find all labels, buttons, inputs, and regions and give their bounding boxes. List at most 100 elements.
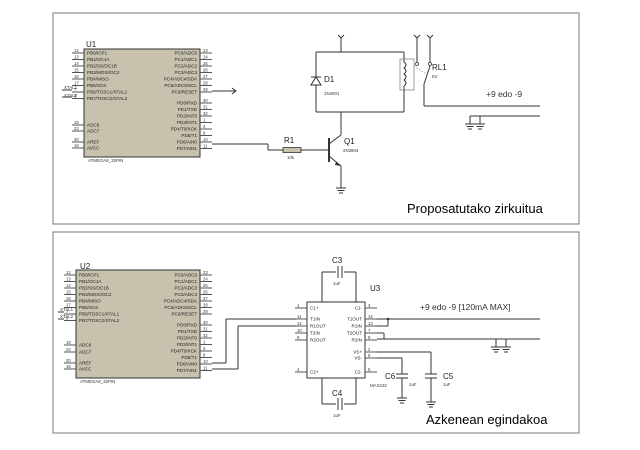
u2-right-pin-number: 1 [203,340,206,345]
u3-left-pin-number: 11 [297,314,302,319]
u2-left-pin-label: PB4/MISO [79,299,101,304]
c6-value: 1uF [409,382,417,387]
u3-left-pin-label: T2IN [310,331,320,336]
u2-right-pin-label: PD5/T1 [181,355,197,360]
u1-right-pin-number: 11 [203,144,208,149]
u2-right-pin-label: PD7/AIN1 [177,368,198,373]
u1-right-pins: 23PC0/ADC024PC1/ADC125PC2/ADC226PC3/ADC3… [164,48,212,151]
u2-right-pin-number: 24 [203,277,208,282]
u3-right-pin-number: 3 [368,303,371,308]
u2-right-pin-number: 9 [203,353,206,358]
u1-right-pin-number: 32 [203,111,208,116]
c3-ref: C3 [332,256,343,265]
u2-xtal1-label: XTAL1 [60,307,74,312]
u2-right-pin-label: PD4/T0/XCK [171,349,198,354]
u1-left-pin-label: PB5/SCK [87,83,107,88]
u1-left-pin-number: 7 [74,87,77,92]
u1-right-pin-number: 1 [203,118,206,123]
u3-left-pin-label: R1OUT [310,324,326,329]
u1-left-pin-number: 12 [74,48,79,53]
u3-right-pin-number: 2 [368,347,371,352]
u2-right-pin-number: 11 [203,366,208,371]
u1-left-pin-number: 22 [74,126,79,131]
u1-left-pin-label: ADC7 [87,129,100,134]
u2-left-pin-number: 14 [66,283,71,288]
u2-left-pin-label: PB6/TOSC1/XTAL1 [79,312,120,317]
q1-part: 2N3904 [343,148,359,153]
u2-left-pin-number: 19 [66,340,71,345]
u1-right-pin-label: PD1/TXD [178,107,198,112]
u1-right-pin-label: PC4/ADC4/SDA [164,77,198,82]
u2-left-pin-number: 22 [66,347,71,352]
u3-right-pin-label: R1IN [352,324,362,329]
u2-right-pin-label: PD6/AIN0 [177,362,198,367]
u1-left-pin-label: PB3/MOSI/OC2 [87,70,120,75]
u2-right-pin-number: 26 [203,290,208,295]
u2-right-pin-label: PC2/ADC2 [175,286,198,291]
u1-right-pin-number: 25 [203,61,208,66]
u2-left-pin-number: 18 [66,364,71,369]
u3-right-pin-label: C1- [355,306,363,311]
u1-part: ATMEGA8_32PIN [88,158,123,163]
u1-right-pin-label: PD3/INT1 [177,120,198,125]
u1-left-pins: 12PB0/ICP113PB1/OC1A14PB2/SS/OC1B15PB3/M… [72,48,128,151]
u1-left-pin-number: 15 [74,68,79,73]
relay-contact [423,65,431,85]
u3-left-pin-number: 4 [297,367,300,372]
u3-right-pin-label: VS- [354,356,362,361]
u3-left-pin-number: 9 [297,335,300,340]
u3-left-pin-label: T1IN [310,317,320,322]
u1-xtal2-label: XTAL2 [64,93,78,98]
u3-left-pin-label: C2+ [310,370,319,375]
reset-arrow-icon [231,87,237,95]
u2-right-pin-label: PC0/ADC0 [175,273,198,278]
u3-right-pin-label: C2- [355,370,363,375]
u2-left-pin-number: 7 [66,309,69,314]
u1-right-pin-label: PC5/ADC5/SCL [164,83,197,88]
c4-value: 1uF [333,413,341,418]
u1-left-pin-label: PB1/OC1A [87,57,110,62]
u3-left-pin-number: 1 [297,303,300,308]
u2-right-pin-number: 25 [203,283,208,288]
u1-left-pin-number: 20 [74,137,79,142]
u1-right-pin-label: PD6/AIN0 [177,140,198,145]
u1-left-pin-number: 13 [74,55,79,60]
u2-right-pin-number: 31 [203,327,208,332]
u2-right-pin-number: 27 [203,296,208,301]
u3-right-pin-number: 8 [368,335,371,340]
u1-left-pin-label: PB4/MISO [87,77,109,82]
u1-left-pin-number: 18 [74,143,79,148]
u2-right-pin-label: PD3/INT1 [177,342,198,347]
bottom-caption: Azkenean egindakoa [426,412,548,427]
bottom-output-label: +9 edo -9 [120mA MAX] [420,302,510,312]
u2-right-pin-label: PC1/ADC1 [175,279,198,284]
u1-right-pin-number: 31 [203,105,208,110]
u1-left-pin-label: PB0/ICP1 [87,51,108,56]
u1-left-pin-label: PB6/TOSC1/XTAL1 [87,90,128,95]
q1-ref: Q1 [344,137,355,146]
u3-right-pin-label: VS+ [353,350,362,355]
u2-right-pin-number: 30 [203,320,208,325]
u2-chip [75,269,201,379]
u3-right-pin-label: T2OUT [347,331,362,336]
u2-right-pin-label: PC4/ADC4/SDA [164,299,198,304]
u2-left-pins: 12PB0/ICP113PB1/OC1A14PB2/SS/OC1B15PB3/M… [64,270,120,372]
u2-right-pin-number: 28 [203,303,208,308]
u2-left-pin-number: 12 [66,270,71,275]
top-caption: Proposatutako zirkuitua [407,201,544,216]
u1-right-pin-number: 26 [203,68,208,73]
u3-left-pin-label: R2OUT [310,338,326,343]
u2-ref: U2 [80,262,91,271]
u1-right-pin-label: PD2/INT0 [177,114,198,119]
u3-right-pin-number: 14 [368,314,373,319]
u2-left-pin-number: 17 [66,303,71,308]
u1-left-pin-label: PB7/TOSC2/XTAL2 [87,96,128,101]
u2-right-pin-label: PD1/TXD [178,329,198,334]
u2-left-pin-number: 16 [66,296,71,301]
r1-value: 10k [287,155,295,160]
d1-diode [310,76,322,86]
u3-right-pin-label: R2IN [352,338,362,343]
u1-right-pin-number: 2 [203,124,206,129]
